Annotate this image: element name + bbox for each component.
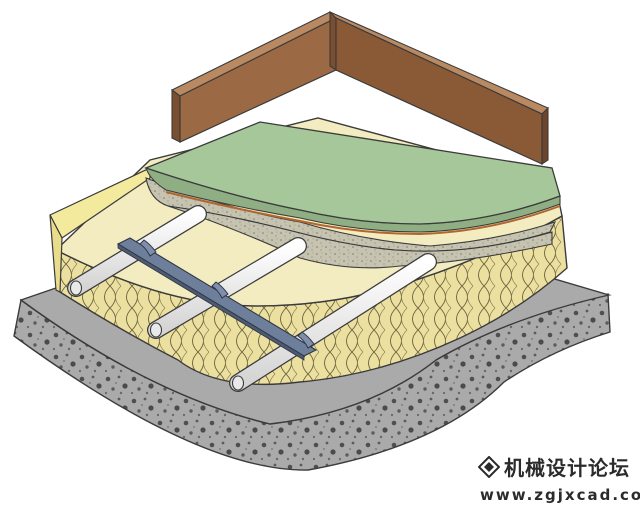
watermark: 机械设计论坛 www.zgjxcad.com (478, 452, 640, 526)
watermark-url: www.zgjxcad.com (480, 486, 640, 504)
watermark-title: 机械设计论坛 (504, 456, 630, 480)
pipe-fixing-rail (116, 237, 318, 361)
edge-insulation-strip-side (49, 214, 63, 293)
skirting-board-back (171, 88, 181, 143)
skirting-board-end (541, 106, 549, 166)
heating-pipe-front (229, 253, 437, 392)
heating-pipe-middle (147, 237, 307, 339)
skirting-board-right-face (329, 10, 337, 72)
floor-covering-underlay (165, 191, 561, 236)
floor-covering-top (144, 121, 561, 225)
diamond-logo-icon (478, 456, 500, 478)
screed-front (167, 205, 553, 269)
